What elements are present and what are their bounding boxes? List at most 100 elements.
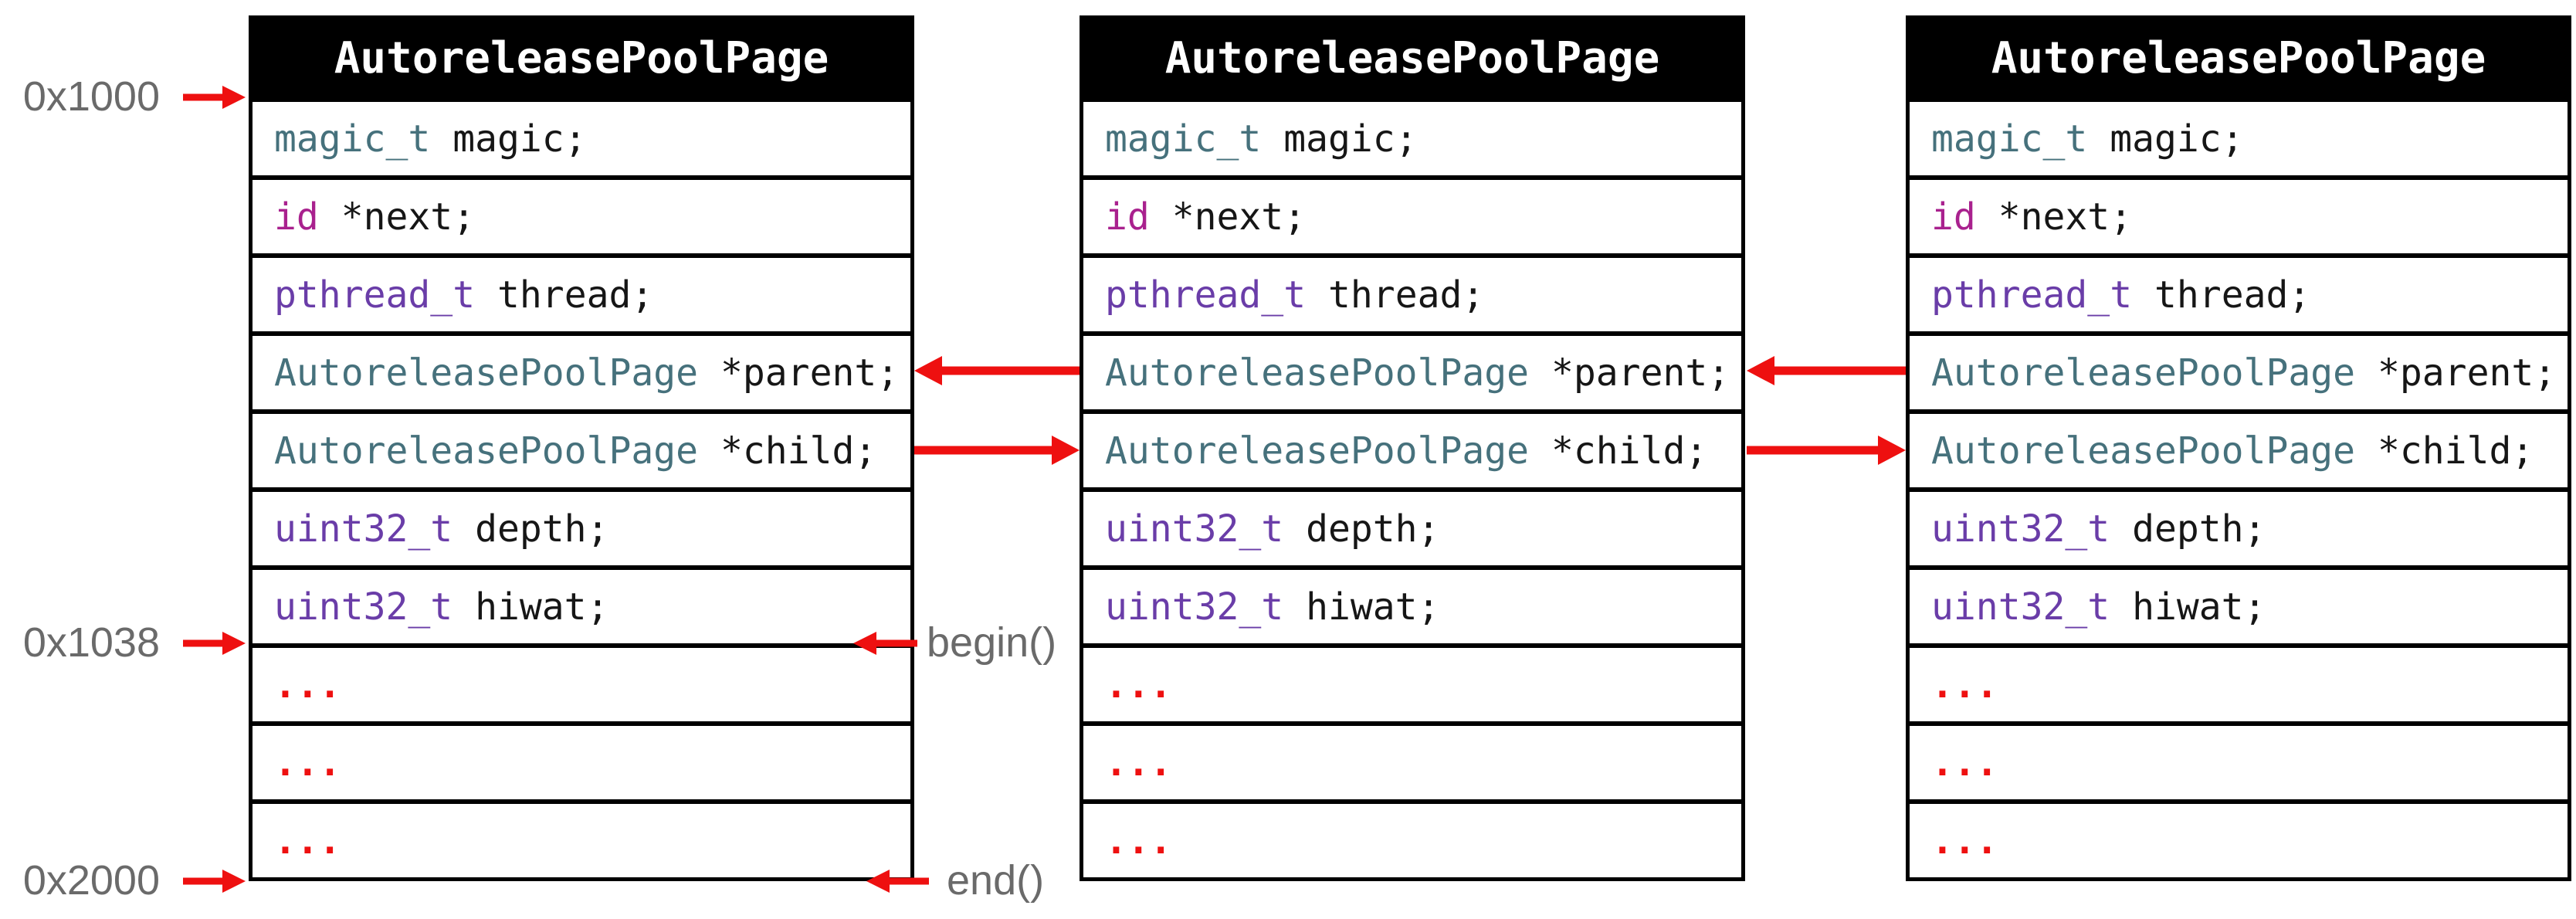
field-token: *parent; — [1529, 351, 1730, 395]
field-row: ... — [253, 799, 910, 877]
field-token: ... — [1105, 663, 1172, 707]
field-token: *child; — [1529, 429, 1708, 473]
field-row: uint32_t depth; — [253, 487, 910, 565]
field-token: AutoreleasePoolPage — [1931, 429, 2356, 473]
arrow-shaft — [183, 93, 225, 101]
field-token: thread; — [2132, 273, 2311, 317]
field-token: id — [274, 195, 319, 239]
field-token: AutoreleasePoolPage — [1931, 351, 2356, 395]
field-token: id — [1105, 195, 1150, 239]
address-label-0x2000: 0x2000 — [22, 856, 160, 904]
field-token: *parent; — [2355, 351, 2557, 395]
struct-box-title: AutoreleasePoolPage — [253, 19, 910, 97]
field-row: ... — [1910, 721, 2568, 799]
field-token: thread; — [1306, 273, 1485, 317]
field-row: ... — [1083, 643, 1741, 721]
field-token: uint32_t — [1105, 585, 1284, 629]
field-token: *child; — [2355, 429, 2534, 473]
field-row: AutoreleasePoolPage *parent; — [1083, 331, 1741, 409]
field-token: pthread_t — [1105, 273, 1307, 317]
field-token: id — [1931, 195, 1976, 239]
field-token: depth; — [1283, 507, 1440, 551]
end-function-label: end() — [947, 856, 1045, 904]
field-token: magic_t — [1105, 117, 1262, 161]
field-token: ... — [274, 741, 341, 785]
field-token: ... — [1931, 741, 1998, 785]
field-row: AutoreleasePoolPage *parent; — [253, 331, 910, 409]
struct-box-3: AutoreleasePoolPage magic_t magic;id *ne… — [1906, 15, 2571, 881]
field-row: AutoreleasePoolPage *child; — [1083, 409, 1741, 487]
field-token: magic; — [2087, 117, 2244, 161]
arrow-head — [1747, 356, 1774, 385]
field-token: ... — [1105, 819, 1172, 863]
field-token: magic; — [1261, 117, 1418, 161]
field-token: magic_t — [1931, 117, 2088, 161]
field-token: AutoreleasePoolPage — [1105, 351, 1530, 395]
arrow-shaft — [873, 639, 917, 647]
field-row: ... — [1083, 721, 1741, 799]
field-row: uint32_t depth; — [1910, 487, 2568, 565]
struct-box-title: AutoreleasePoolPage — [1910, 19, 2568, 97]
field-token: magic; — [430, 117, 587, 161]
address-label-0x1038: 0x1038 — [22, 619, 160, 666]
arrow-shaft — [886, 877, 929, 885]
field-row: magic_t magic; — [1083, 97, 1741, 175]
field-row: uint32_t depth; — [1083, 487, 1741, 565]
field-token: ... — [274, 819, 341, 863]
struct-box-2: AutoreleasePoolPage magic_t magic;id *ne… — [1080, 15, 1745, 881]
arrow-head — [1878, 436, 1906, 465]
struct-box-rows: magic_t magic;id *next;pthread_t thread;… — [1910, 97, 2568, 877]
field-row: magic_t magic; — [1910, 97, 2568, 175]
arrow-shaft — [937, 366, 1080, 375]
field-row: magic_t magic; — [253, 97, 910, 175]
arrow-head — [222, 86, 246, 109]
field-row: ... — [253, 721, 910, 799]
field-token: ... — [1105, 741, 1172, 785]
field-row: pthread_t thread; — [253, 253, 910, 331]
field-row: ... — [1083, 799, 1741, 877]
field-token: ... — [1931, 819, 1998, 863]
arrow-shaft — [914, 446, 1056, 455]
arrow-head — [853, 632, 876, 655]
field-row: id *next; — [1910, 175, 2568, 253]
field-row: AutoreleasePoolPage *child; — [1910, 409, 2568, 487]
arrow-head — [866, 870, 890, 893]
field-token: uint32_t — [1931, 585, 2110, 629]
field-token: pthread_t — [1931, 273, 2133, 317]
arrow-head — [222, 870, 246, 893]
field-row: pthread_t thread; — [1910, 253, 2568, 331]
field-token: uint32_t — [274, 585, 453, 629]
begin-function-label: begin() — [927, 619, 1057, 666]
field-token: *child; — [698, 429, 877, 473]
field-row: uint32_t hiwat; — [253, 565, 910, 643]
field-token: uint32_t — [1105, 507, 1284, 551]
field-token: *next; — [1149, 195, 1307, 239]
field-token: *next; — [1975, 195, 2133, 239]
field-token: AutoreleasePoolPage — [274, 351, 699, 395]
field-token: ... — [1931, 663, 1998, 707]
field-token: hiwat; — [452, 585, 609, 629]
field-row: uint32_t hiwat; — [1910, 565, 2568, 643]
arrow-shaft — [183, 639, 225, 647]
struct-box-rows: magic_t magic;id *next;pthread_t thread;… — [253, 97, 910, 877]
field-token: AutoreleasePoolPage — [274, 429, 699, 473]
field-token: ... — [274, 663, 341, 707]
field-row: pthread_t thread; — [1083, 253, 1741, 331]
field-token: depth; — [2110, 507, 2266, 551]
field-row: uint32_t hiwat; — [1083, 565, 1741, 643]
field-token: AutoreleasePoolPage — [1105, 429, 1530, 473]
field-row: ... — [253, 643, 910, 721]
field-row: id *next; — [1083, 175, 1741, 253]
field-token: *next; — [318, 195, 476, 239]
field-token: uint32_t — [1931, 507, 2110, 551]
field-token: magic_t — [274, 117, 431, 161]
arrow-shaft — [1747, 446, 1883, 455]
field-token: thread; — [475, 273, 654, 317]
struct-box-1: AutoreleasePoolPage magic_t magic;id *ne… — [249, 15, 914, 881]
field-row: AutoreleasePoolPage *child; — [253, 409, 910, 487]
field-row: AutoreleasePoolPage *parent; — [1910, 331, 2568, 409]
field-row: id *next; — [253, 175, 910, 253]
address-label-0x1000: 0x1000 — [22, 73, 160, 120]
arrow-head — [914, 356, 942, 385]
field-token: pthread_t — [274, 273, 476, 317]
